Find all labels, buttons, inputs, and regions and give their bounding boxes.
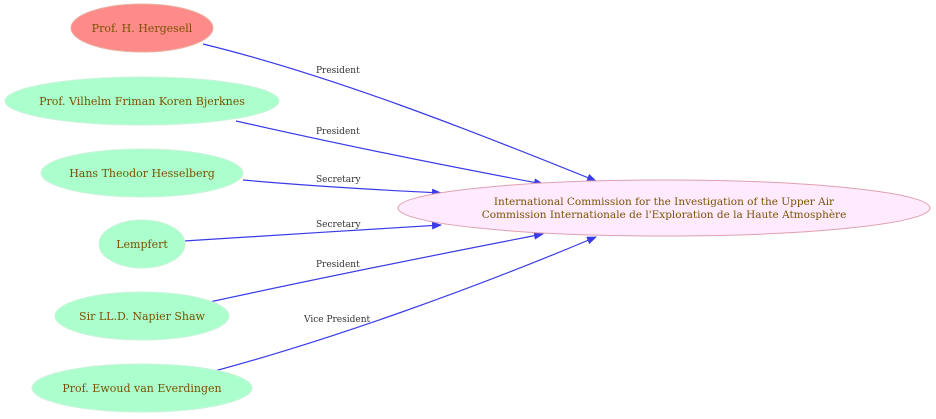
node-hergesell[interactable]: Prof. H. Hergesell [70,3,214,53]
node-shaw-label: Sir LL.D. Napier Shaw [79,310,206,323]
edge-label-bjerknes: President [316,127,360,137]
node-hesselberg-label: Hans Theodor Hesselberg [69,167,215,180]
edge-everdingen [210,236,597,373]
edge-label-lempfert: Secretary [316,220,361,230]
node-lempfert-shape [98,219,186,269]
edge-shaw [204,231,544,304]
edge-label-shaw: President [316,260,360,270]
node-hesselberg-shape [40,148,244,198]
node-hesselberg[interactable]: Hans Theodor Hesselberg [40,148,244,198]
node-everdingen[interactable]: Prof. Ewoud van Everdingen [31,363,253,413]
edge-hesselberg [242,179,442,197]
edge-lempfert [183,221,442,242]
node-commission-shape [397,179,931,237]
node-commission-label-line2: Commission Internationale de l'Explorati… [482,209,847,221]
node-bjerknes-shape [4,76,280,126]
node-hergesell-shape [70,3,214,53]
edge-label-hergesell: President [316,66,360,76]
node-bjerknes[interactable]: Prof. Vilhelm Friman Koren Bjerknes [4,76,280,126]
edge-hergesell [202,43,597,182]
edge-bjerknes [235,120,544,187]
node-shaw[interactable]: Sir LL.D. Napier Shaw [54,291,230,341]
node-hergesell-label: Prof. H. Hergesell [92,22,193,35]
edge-label-hesselberg: Secretary [316,175,361,185]
node-everdingen-shape [31,363,253,413]
node-commission-label-line1: International Commission for the Investi… [494,196,835,208]
node-everdingen-label: Prof. Ewoud van Everdingen [62,382,221,395]
node-lempfert-label: Lempfert [116,238,168,251]
edge-label-everdingen: Vice President [303,315,371,325]
node-commission[interactable]: International Commission for the Investi… [397,179,931,237]
node-bjerknes-label: Prof. Vilhelm Friman Koren Bjerknes [39,95,245,108]
node-lempfert[interactable]: Lempfert [98,219,186,269]
node-shaw-shape [54,291,230,341]
edges: President President Secretary Secretary … [183,43,597,373]
